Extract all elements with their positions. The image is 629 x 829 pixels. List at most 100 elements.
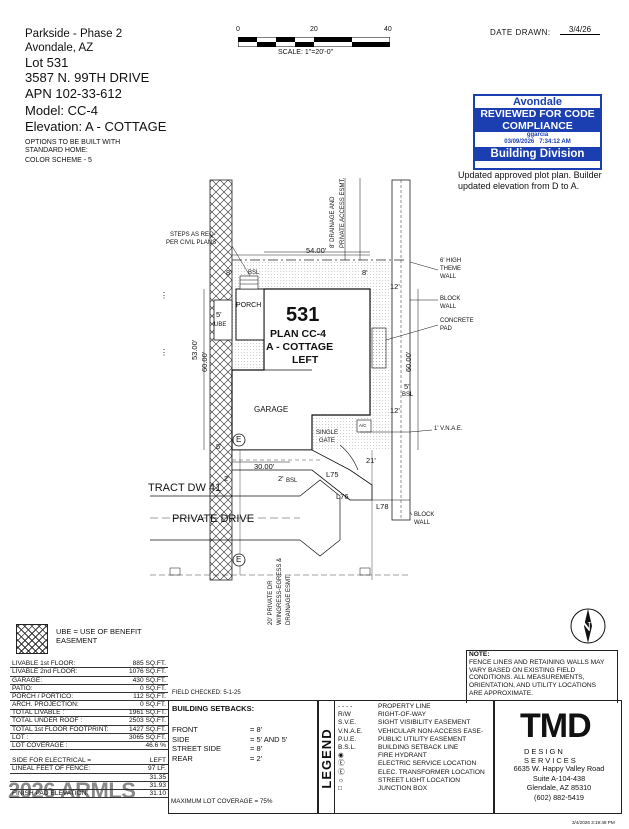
company-address: 6635 W. Happy Valley Road Suite A-104-43…	[504, 764, 614, 802]
company-phone: (602) 882-5419	[534, 792, 584, 802]
legend-row: B.S.L.BUILDING SETBACK LINE	[338, 744, 493, 752]
stamp-time: 7:34:12 AM	[539, 139, 571, 145]
stamp-date: 03/09/2026	[504, 139, 535, 145]
setback-row: SIDE= 5' AND 5'	[172, 735, 312, 745]
company-box: TMD DESIGN SERVICES 6635 W. Happy Valley…	[493, 700, 622, 814]
electrical-label	[10, 773, 135, 782]
dim-5-c: 5'	[216, 442, 222, 451]
legend-symbol: ☼	[338, 776, 345, 784]
legend-row: ☼ STREET LIGHT LOCATION	[338, 777, 493, 785]
north-arrow-icon: N	[570, 608, 606, 644]
setback-label: STREET SIDE	[172, 744, 222, 753]
setback-value: = 8'	[250, 744, 263, 753]
review-stamp: Avondale REVIEWED FOR CODE COMPLIANCE gg…	[473, 94, 602, 170]
area-row: LIVABLE 1st FLOOR:885 SQ.FT.	[10, 660, 168, 669]
legend-symbol: Ⓔ	[338, 760, 345, 768]
note-box: NOTE: FENCE LINES AND RETAINING WALLS MA…	[466, 650, 618, 703]
area-value: 885 SQ.FT.	[109, 660, 168, 669]
stamp-city: Avondale	[475, 96, 600, 108]
legend-symbol: □	[338, 784, 342, 792]
bsl-3: BSL	[286, 478, 298, 484]
dim-8-b: 8'	[362, 268, 368, 277]
setback-label: REAR	[172, 753, 193, 763]
electrical-value: 97 LF.	[134, 764, 168, 774]
legend-text: VEHICULAR NON-ACCESS EASE-	[378, 727, 484, 735]
legend-title: LEGEND	[319, 728, 334, 789]
single-gate-2: GATE	[319, 438, 335, 444]
dim-53: 53.00'	[190, 339, 199, 360]
tract-label: TRACT DW 41	[148, 482, 222, 494]
area-label: LIVABLE 1st FLOOR:	[10, 660, 110, 669]
area-row: LIVABLE 2nd FLOOR:1076 SQ.FT.	[10, 667, 168, 677]
date-drawn-value: 3/4/26	[560, 25, 600, 35]
bsl-1: BSL	[248, 270, 260, 276]
options-line-2: STANDARD HOME:	[25, 147, 88, 154]
total-value: 2503 SQ.FT.	[122, 716, 168, 726]
stamp-line-1: REVIEWED FOR CODE	[475, 108, 600, 120]
setback-value: = 8'	[250, 725, 263, 734]
area-label: ARCH. PROJECTION:	[10, 700, 110, 710]
porch-label: PORCH	[236, 302, 262, 309]
electrical-label	[10, 781, 135, 791]
dim-30: 30.00'	[254, 462, 275, 471]
total-value: 3065 SQ.FT.	[122, 733, 168, 743]
field-checked: FIELD CHECKED: 5-1-25	[172, 690, 241, 696]
company-subtitle: DESIGN SERVICES	[524, 747, 578, 765]
vnae-label: 1' V.N.A.E.	[434, 426, 463, 432]
dim-l75: L75	[326, 470, 339, 479]
legend-text: RIGHT-OF-WAY	[378, 711, 426, 719]
area-value: 112 SQ.FT.	[109, 692, 168, 702]
scale-tick-20: 20	[310, 26, 318, 33]
legend-title-strip: LEGEND	[318, 701, 335, 813]
note-line: CONDITIONS. ALL MEASUREMENTS,	[469, 674, 585, 682]
legend-text: STREET LIGHT LOCATION	[378, 776, 461, 784]
address: 3587 N. 99TH DRIVE	[25, 70, 150, 85]
color-scheme: COLOR SCHEME - 5	[25, 157, 92, 164]
dim-2-b: 2'	[278, 474, 284, 483]
dim-8-a: 8'	[226, 268, 232, 277]
concrete-pad-1: CONCRETE	[440, 318, 474, 324]
legend-symbol: P.U.E.	[338, 735, 357, 743]
legend-symbol: - - - -	[338, 703, 353, 710]
electrical-row: 31.93	[10, 781, 168, 791]
totals-table: TOTAL LIVABLE :1961 SQ.FT.TOTAL UNDER RO…	[10, 709, 168, 751]
electrical-row: LINEAL FEET OF FENCE:97 LF.	[10, 764, 168, 774]
scale-graphic	[238, 37, 390, 47]
legend-row: V.N.A.E.VEHICULAR NON-ACCESS EASE-	[338, 728, 493, 736]
plan-name: PLAN CC-4	[270, 328, 327, 340]
company-logo: TMD	[520, 707, 592, 745]
total-row: LOT :3065 SQ.FT.	[10, 733, 168, 743]
block-wall-1: BLOCK	[440, 296, 461, 302]
dim-12-a: 12'	[390, 282, 400, 291]
stamp-reviewer: ggarcia	[526, 132, 549, 138]
setback-row: STREET SIDE = 8'	[172, 744, 312, 754]
steps-note-2: PER CIVIL PLANS	[166, 240, 217, 246]
total-row: TOTAL LIVABLE :1961 SQ.FT.	[10, 709, 168, 718]
scale-label: SCALE: 1"=20'-0"	[278, 49, 334, 56]
setbacks-box: BUILDING SETBACKS: FRONT= 8'SIDE= 5' AND…	[168, 700, 319, 814]
electric-service-mark-2: E	[236, 555, 242, 564]
legend-text: PUBLIC UTILITY EASEMENT	[378, 735, 467, 743]
legend-symbol: ◉	[338, 752, 344, 760]
steps-note-1: STEPS AS REQ-	[170, 232, 216, 238]
legend-symbol: R/W	[338, 711, 351, 719]
model: Model: CC-4	[25, 103, 98, 118]
stamp-line-2: COMPLIANCE	[475, 120, 600, 132]
electrical-label: FINISH PAD ELEVATION:	[10, 789, 135, 799]
legend-symbol: Ⓔ	[338, 768, 345, 776]
dim-5-b: 5'	[404, 382, 410, 391]
max-coverage: MAXIMUM LOT COVERAGE = 75%	[171, 798, 273, 805]
update-note: Updated approved plot plan. Builder upda…	[458, 170, 602, 191]
scale-bar: 0 20 40 SCALE: 1"=20'-0"	[234, 26, 399, 58]
electrical-value: 31.35	[134, 773, 168, 782]
city: Avondale, AZ	[25, 42, 94, 54]
electrical-row: FINISH PAD ELEVATION:31.10	[10, 789, 168, 799]
area-label: GARAGE:	[10, 676, 110, 685]
block-wall2-2: WALL	[414, 520, 431, 526]
stamp-division: Building Division	[475, 147, 600, 161]
